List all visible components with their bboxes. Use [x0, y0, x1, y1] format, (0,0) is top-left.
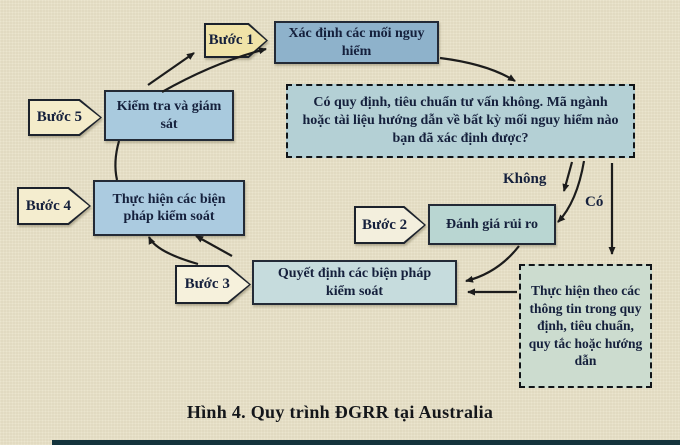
step2-pentagon: Bước 2	[356, 208, 424, 242]
step1-arrow-label: Bước 1	[204, 23, 268, 58]
arrow-identify-to-question	[439, 56, 516, 82]
monitor-review-text: Kiểm tra và giám sát	[116, 99, 222, 132]
arrow-step5-to-step1-a	[147, 52, 195, 86]
figure-caption: Hình 4. Quy trình ĐGRR tại Australia	[186, 402, 494, 422]
step4-label: Bước 4	[25, 197, 72, 214]
arrow-question-to-assess	[557, 160, 586, 223]
step5-pentagon: Bước 5	[30, 101, 100, 134]
step4-pentagon: Bước 4	[19, 189, 89, 223]
decide-controls-text: Quyết định các biện pháp kiểm soát	[277, 266, 432, 299]
question-box: Có quy định, tiêu chuẩn tư vấn không. Mã…	[286, 84, 635, 158]
arrow-no-tick	[562, 161, 574, 192]
step3-label: Bước 3	[184, 276, 230, 292]
monitor-review-box: Kiểm tra và giám sát	[104, 90, 234, 141]
step5-arrow-label: Bước 5	[28, 99, 102, 136]
step2-label: Bước 2	[361, 216, 408, 233]
step4-arrow-label: Bước 4	[17, 187, 91, 225]
connector-implement-to-monitor	[114, 140, 121, 181]
step3-pentagon: Bước 3	[177, 267, 249, 302]
step3-arrow-label: Bước 3	[175, 265, 251, 304]
step2-arrow-label: Bước 2	[354, 206, 426, 244]
identify-hazards-text: Xác định các mối nguy hiểm	[288, 26, 425, 59]
arrow-step3-to-implement-a	[148, 236, 199, 266]
decide-controls-box: Quyết định các biện pháp kiểm soát	[252, 260, 457, 305]
arrow-step3-to-implement-b	[195, 235, 233, 257]
assess-risk-box: Đánh giá rủi ro	[428, 204, 556, 245]
scan-edge-bar	[52, 440, 680, 445]
follow-info-text: Thực hiện theo các thông tin trong quy đ…	[528, 283, 643, 369]
follow-info-box: Thực hiện theo các thông tin trong quy đ…	[519, 264, 652, 388]
implement-controls-text: Thực hiện các biện pháp kiểm soát	[112, 191, 226, 225]
step1-pentagon: Bước 1	[206, 25, 266, 56]
assess-risk-text: Đánh giá rủi ro	[446, 216, 538, 232]
edge-label-yes: Có	[585, 194, 604, 210]
implement-controls-box: Thực hiện các biện pháp kiểm soát	[93, 180, 245, 236]
step5-label: Bước 5	[36, 109, 83, 125]
step1-label: Bước 1	[208, 32, 254, 48]
edge-label-no: Không	[503, 171, 547, 187]
question-text: Có quy định, tiêu chuẩn tư vấn không. Mã…	[302, 94, 619, 147]
arrow-assess-to-decide	[465, 245, 520, 283]
identify-hazards-box: Xác định các mối nguy hiểm	[274, 21, 439, 64]
